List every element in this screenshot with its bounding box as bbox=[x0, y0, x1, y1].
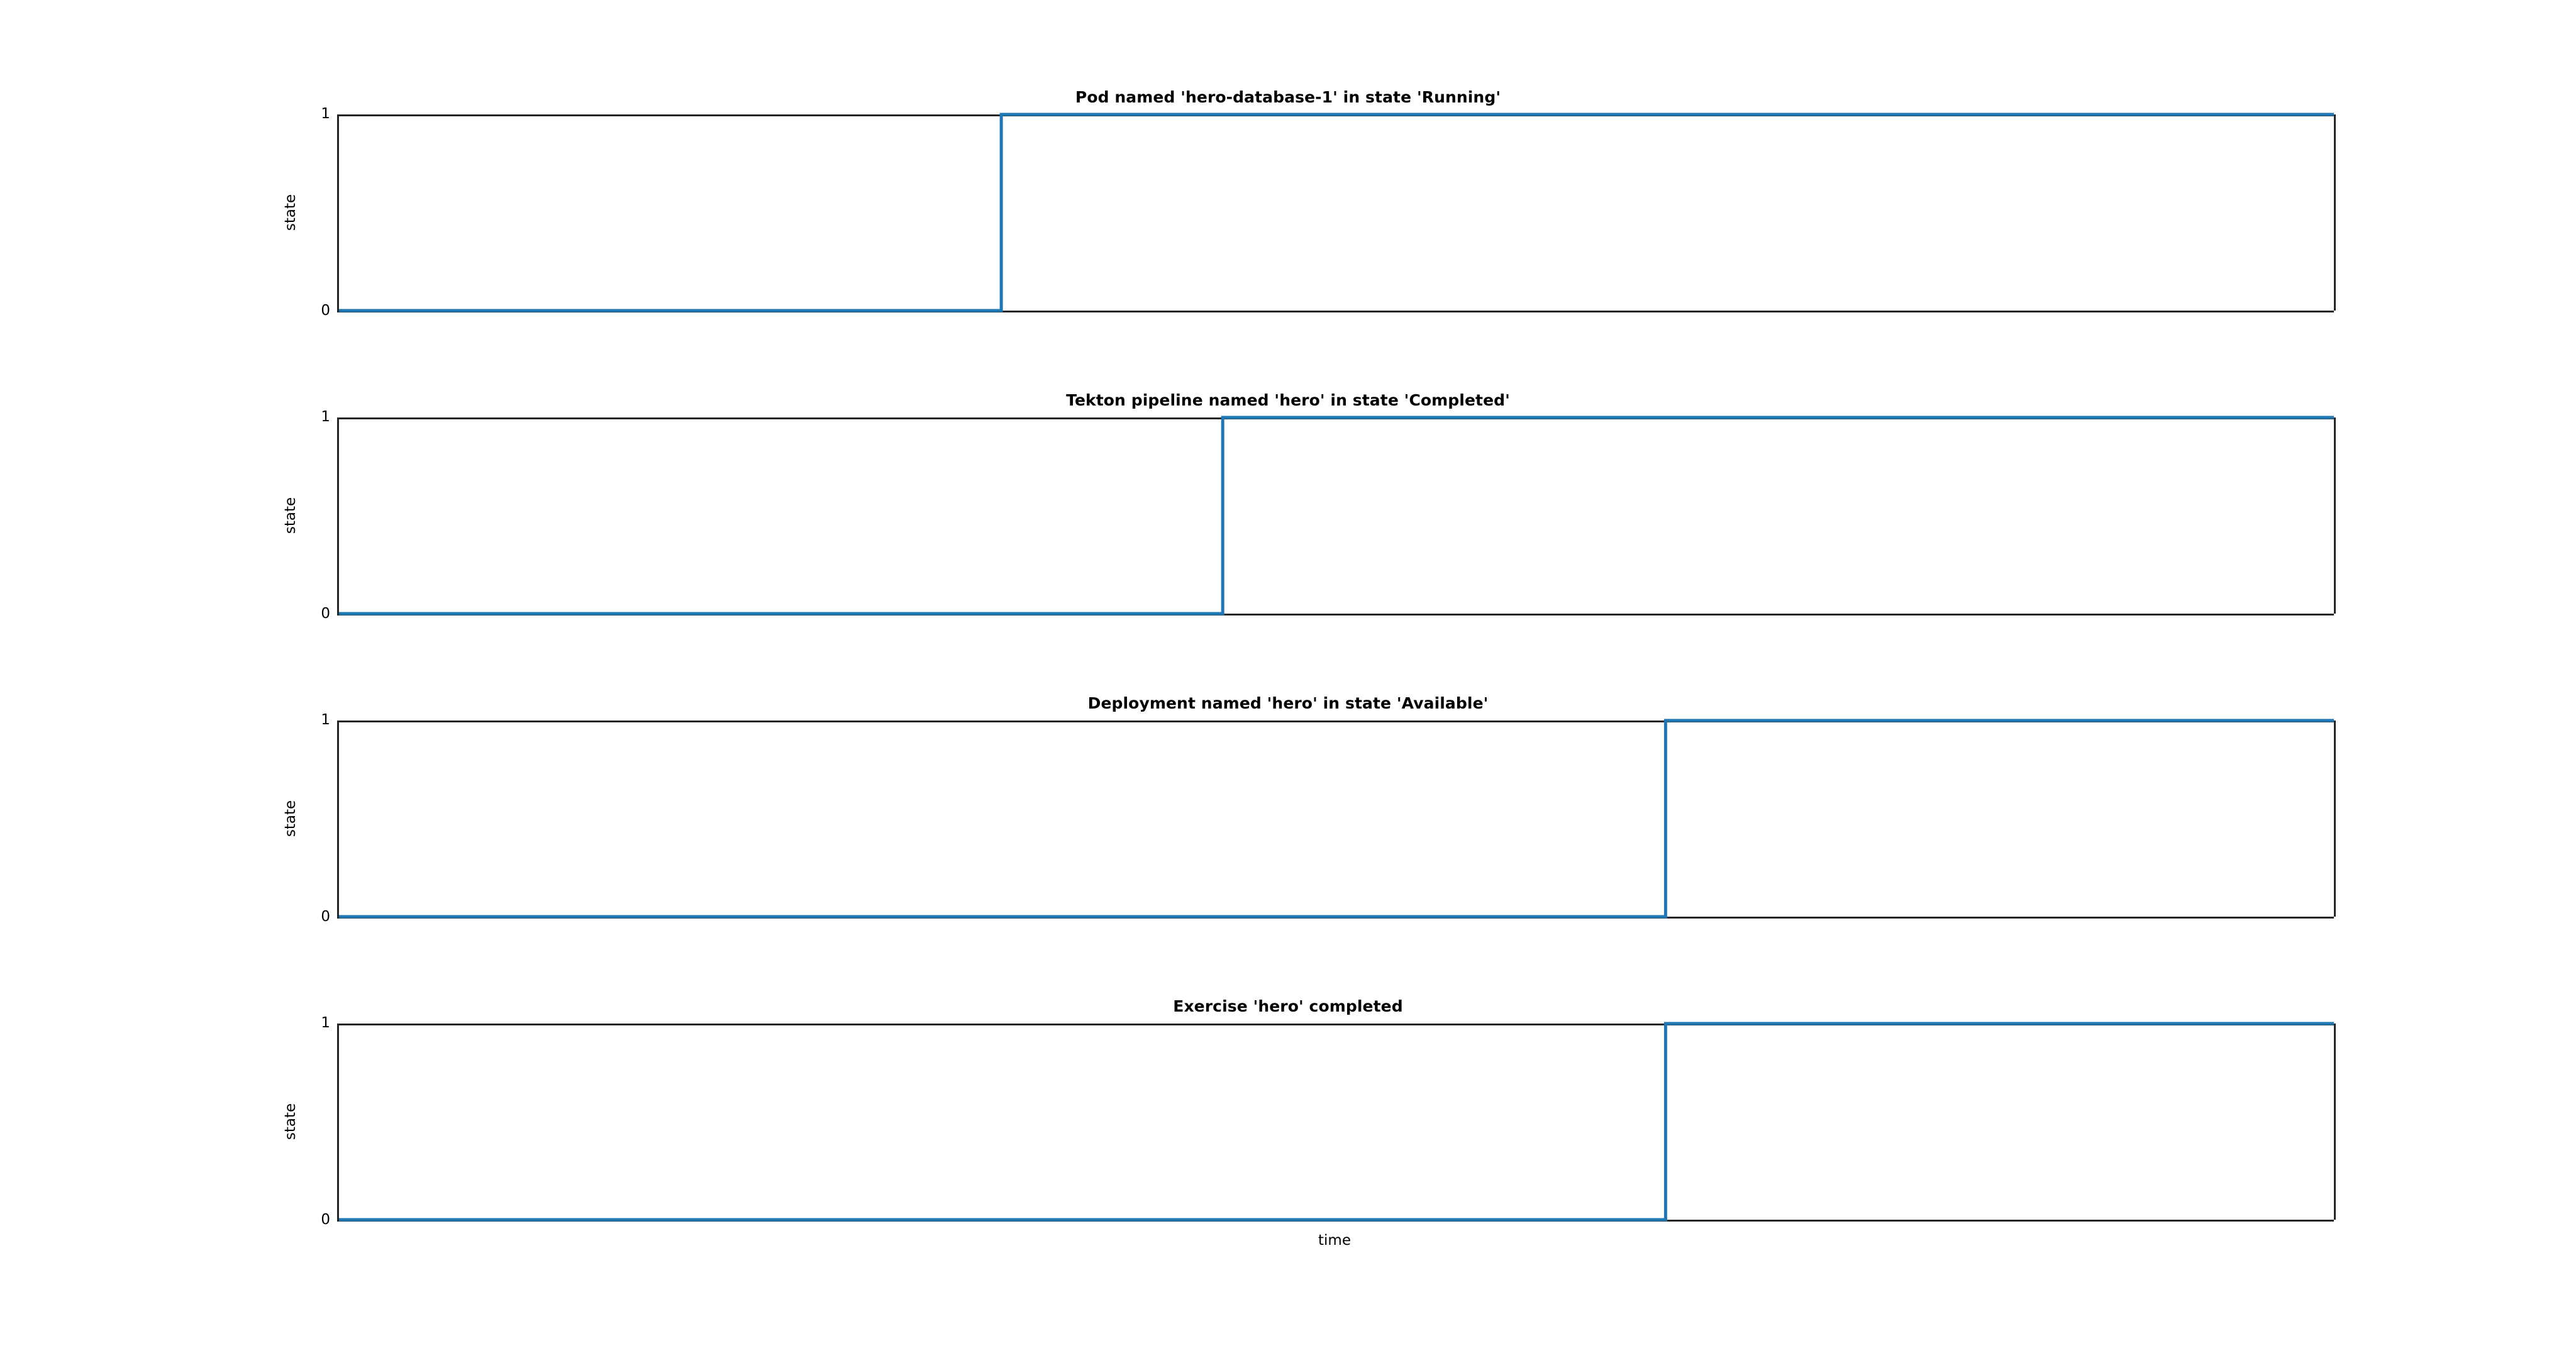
y-tick-label-1: 1 bbox=[321, 1015, 330, 1031]
plot-axes: 1 0 state bbox=[282, 410, 2336, 621]
y-axis-label: state bbox=[282, 497, 299, 534]
axis-spine-right bbox=[2334, 114, 2336, 311]
y-tick-label-1: 1 bbox=[321, 106, 330, 122]
subplot-pod-running: Pod named 'hero-database-1' in state 'Ru… bbox=[0, 88, 2576, 318]
axis-spine-top bbox=[339, 1024, 2334, 1025]
plot-axes: 1 0 state bbox=[282, 713, 2336, 924]
step-series-line bbox=[339, 114, 2334, 311]
subplot-title: Tekton pipeline named 'hero' in state 'C… bbox=[1066, 391, 1510, 409]
y-tick-label-0: 0 bbox=[321, 908, 330, 925]
subplot-title: Deployment named 'hero' in state 'Availa… bbox=[1087, 694, 1489, 712]
y-tick-label-0: 0 bbox=[321, 1212, 330, 1228]
x-axis-label: time bbox=[1318, 1232, 1351, 1249]
y-tick-label-1: 1 bbox=[321, 409, 330, 425]
axis-spine-right bbox=[2334, 720, 2336, 917]
subplot-title: Pod named 'hero-database-1' in state 'Ru… bbox=[1075, 88, 1501, 106]
plot-axes: 1 0 state bbox=[282, 107, 2336, 318]
step-series-line bbox=[339, 1024, 2334, 1220]
axis-spine-top bbox=[339, 417, 2334, 419]
y-tick-label-0: 0 bbox=[321, 302, 330, 319]
step-series-line bbox=[339, 417, 2334, 614]
axis-spine-right bbox=[2334, 417, 2336, 614]
subplot-tekton-completed: Tekton pipeline named 'hero' in state 'C… bbox=[0, 391, 2576, 621]
y-tick-label-1: 1 bbox=[321, 712, 330, 728]
plot-axes: 1 0 state bbox=[282, 1016, 2336, 1227]
subplot-exercise-completed: Exercise 'hero' completed 1 0 state time bbox=[0, 997, 2576, 1249]
axis-spine-top bbox=[339, 720, 2334, 722]
axis-spine-top bbox=[339, 114, 2334, 116]
subplot-deployment-available: Deployment named 'hero' in state 'Availa… bbox=[0, 694, 2576, 924]
step-series-line bbox=[339, 720, 2334, 917]
y-axis-label: state bbox=[282, 194, 299, 231]
y-axis-label: state bbox=[282, 1103, 299, 1140]
subplot-title: Exercise 'hero' completed bbox=[1173, 997, 1403, 1015]
y-tick-label-0: 0 bbox=[321, 605, 330, 622]
axis-spine-right bbox=[2334, 1024, 2336, 1220]
y-axis-label: state bbox=[282, 800, 299, 837]
